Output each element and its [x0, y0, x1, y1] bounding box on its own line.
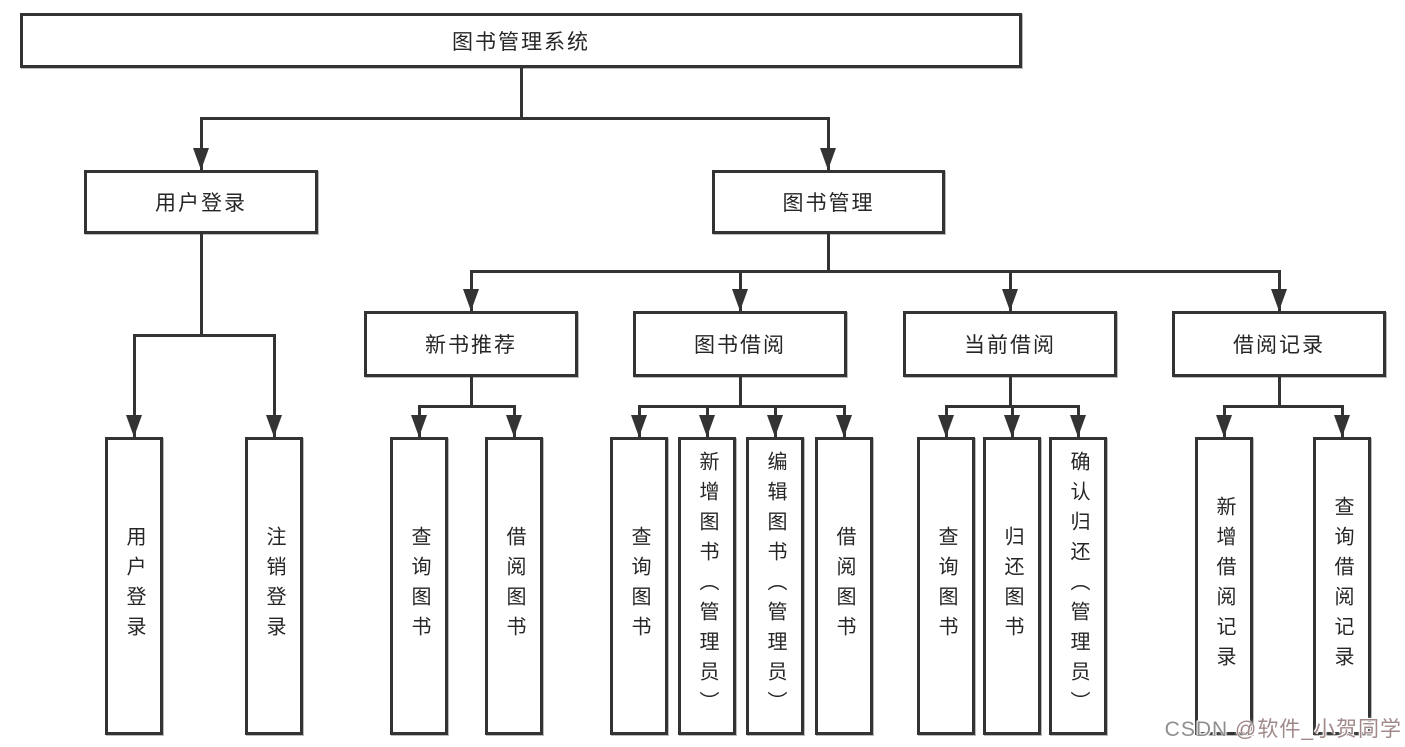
- node-label: 借阅图书: [503, 526, 525, 646]
- watermark-prefix: CSDN: [1164, 718, 1235, 741]
- node-label: 借阅图书: [833, 526, 855, 646]
- node-label: 用户登录: [123, 526, 145, 646]
- node-label: 编辑图书（管理员）: [764, 451, 786, 721]
- node-current-borrow: 当前借阅: [903, 311, 1117, 377]
- connector-line: [200, 117, 203, 170]
- leaf-return-book: 归还图书: [983, 437, 1041, 735]
- connector-line: [273, 334, 276, 437]
- node-book-management: 图书管理: [712, 170, 945, 234]
- connector-line: [200, 117, 830, 120]
- arrow-down-icon: [767, 415, 783, 437]
- node-label: 用户登录: [155, 192, 247, 215]
- connector-line: [200, 234, 203, 335]
- connector-line: [1278, 377, 1281, 406]
- node-label: 新增借阅记录: [1213, 496, 1235, 676]
- arrow-down-icon: [1004, 415, 1020, 437]
- csdn-watermark: CSDN @软件_小贺同学: [1165, 713, 1402, 743]
- connector-line: [133, 334, 276, 337]
- arrow-down-icon: [938, 415, 954, 437]
- connector-line: [133, 334, 136, 437]
- leaf-borrow-book: 借阅图书: [815, 437, 873, 735]
- leaf-borrow-book-recommend: 借阅图书: [485, 437, 543, 735]
- node-label: 图书借阅: [694, 334, 786, 357]
- node-new-book-recommend: 新书推荐: [364, 311, 578, 377]
- leaf-query-borrow-record: 查询借阅记录: [1313, 437, 1371, 735]
- node-label: 查询图书: [628, 526, 650, 646]
- node-label: 归还图书: [1001, 526, 1023, 646]
- arrow-down-icon: [411, 415, 427, 437]
- node-label: 查询图书: [935, 526, 957, 646]
- arrow-down-icon: [1070, 415, 1086, 437]
- leaf-edit-book-admin: 编辑图书（管理员）: [746, 437, 804, 735]
- node-book-borrow: 图书借阅: [633, 311, 847, 377]
- arrow-down-icon: [126, 415, 142, 437]
- arrow-down-icon: [836, 415, 852, 437]
- node-label: 新书推荐: [425, 334, 517, 357]
- node-label: 确认归还（管理员）: [1067, 451, 1089, 721]
- arrow-down-icon: [1002, 289, 1018, 311]
- arrow-down-icon: [506, 415, 522, 437]
- leaf-user-login: 用户登录: [105, 437, 163, 735]
- leaf-logout: 注销登录: [245, 437, 303, 735]
- connector-line: [470, 270, 1281, 273]
- arrow-down-icon: [1334, 415, 1350, 437]
- connector-line: [827, 117, 830, 170]
- leaf-add-borrow-record: 新增借阅记录: [1195, 437, 1253, 735]
- connector-line: [1223, 405, 1344, 408]
- arrow-down-icon: [266, 415, 282, 437]
- node-label: 查询借阅记录: [1331, 496, 1353, 676]
- node-root: 图书管理系统: [20, 13, 1022, 68]
- node-label: 图书管理系统: [452, 30, 590, 54]
- connector-line: [827, 234, 830, 271]
- connector-line: [638, 405, 846, 408]
- node-label: 查询图书: [408, 526, 430, 646]
- leaf-confirm-return-admin: 确认归还（管理员）: [1049, 437, 1107, 735]
- connector-line: [418, 405, 516, 408]
- connector-line: [520, 68, 523, 118]
- node-user-login: 用户登录: [84, 170, 318, 234]
- arrow-down-icon: [1271, 289, 1287, 311]
- connector-line: [470, 377, 473, 406]
- node-borrow-records: 借阅记录: [1172, 311, 1386, 377]
- node-label: 当前借阅: [964, 334, 1056, 357]
- arrow-down-icon: [193, 148, 209, 170]
- arrow-down-icon: [732, 289, 748, 311]
- connector-line: [739, 377, 742, 406]
- leaf-query-book-recommend: 查询图书: [390, 437, 448, 735]
- leaf-query-book-current: 查询图书: [917, 437, 975, 735]
- arrow-down-icon: [1216, 415, 1232, 437]
- node-label: 注销登录: [263, 526, 285, 646]
- arrow-down-icon: [463, 289, 479, 311]
- node-label: 新增图书（管理员）: [696, 451, 718, 721]
- node-label: 借阅记录: [1233, 334, 1325, 357]
- connector-line: [1009, 377, 1012, 406]
- leaf-add-book-admin: 新增图书（管理员）: [678, 437, 736, 735]
- arrow-down-icon: [631, 415, 647, 437]
- watermark-handle: @软件_小贺同学: [1235, 718, 1402, 741]
- node-label: 图书管理: [782, 192, 875, 215]
- arrow-down-icon: [699, 415, 715, 437]
- arrow-down-icon: [820, 148, 836, 170]
- leaf-query-book-borrow: 查询图书: [610, 437, 668, 735]
